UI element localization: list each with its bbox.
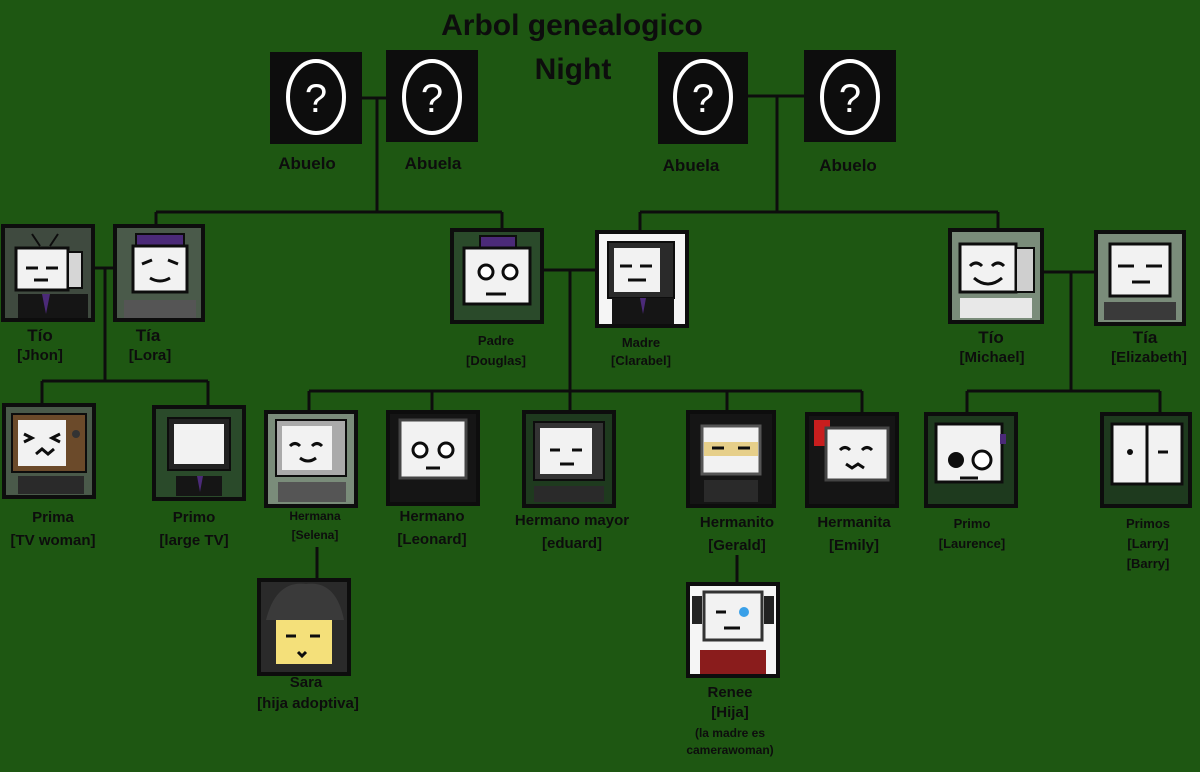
label-padre-name: [Douglas] [466,353,526,368]
label-prima-name: [TV woman] [10,532,96,549]
portrait-tia-lora [113,224,205,322]
label-prima-role: Prima [32,509,74,526]
label-renee-note-line2: camerawoman) [686,743,774,757]
label-maternal-grandmother: Abuela [662,156,720,175]
question-mark-glyph: ? [421,77,443,121]
label-madre-name: [Clarabel] [611,353,671,368]
portrait-madre [595,230,689,328]
label-tia-elizabeth-name: [Elizabeth] [1111,349,1187,366]
label-renee-role: Renee [707,684,753,701]
portrait-hermana [264,410,358,508]
label-hermano-mayor-role: Hermano mayor [514,512,630,529]
label-tia-elizabeth-role: Tía [1132,328,1158,347]
portrait-tio-jhon [1,224,95,322]
label-renee-note-line1: (la madre es [694,726,766,740]
label-tio-jhon-role: Tío [27,326,53,345]
portrait-prima [2,403,96,499]
label-sara-name: [hija adoptiva] [257,695,359,712]
label-primo-large-role: Primo [172,509,216,526]
portrait-hermano-mayor [522,410,616,508]
question-mark-glyph: ? [839,77,861,121]
portrait-hermanita [805,412,899,508]
portrait-primo-large [152,405,246,501]
unknown-maternal-grandmother: ? [658,52,748,144]
label-primos-name1: [Larry] [1127,536,1169,551]
question-mark-glyph: ? [305,77,327,121]
label-hermano-role: Hermano [399,508,465,525]
portrait-hermanito [686,410,776,508]
portrait-primo-laurence [924,412,1018,508]
portrait-renee [686,582,780,678]
unknown-paternal-grandmother: ? [386,50,478,142]
label-tio-michael-name: [Michael] [959,349,1025,366]
label-primos-name2: [Barry] [1126,556,1170,571]
label-hermanita-name: [Emily] [828,537,879,554]
label-tia-lora-role: Tía [135,326,161,345]
label-primo-laurence-role: Primo [953,516,991,531]
portrait-tia-elizabeth [1094,230,1186,326]
label-tio-jhon-name: [Jhon] [17,347,63,364]
label-primo-laurence-name: [Laurence] [938,536,1006,551]
portrait-padre [450,228,544,324]
portrait-tio-michael [948,228,1044,324]
label-hermanito-role: Hermanito [699,514,775,531]
diagram-title-line1: Arbol genealogico [441,9,703,42]
label-madre-role: Madre [621,335,661,350]
diagram-title-line2: Night [534,53,612,86]
portrait-primos [1100,412,1192,508]
label-hermana-role: Hermana [289,509,341,523]
label-primo-large-name: [large TV] [159,532,229,549]
portrait-sara [257,578,351,676]
label-sara-role: Sara [289,674,323,691]
label-paternal-grandfather: Abuelo [278,154,336,173]
label-hermano-name: [Leonard] [397,531,467,548]
label-hermano-mayor-name: [eduard] [542,535,602,552]
label-hermanito-name: [Gerald] [708,537,766,554]
label-paternal-grandmother: Abuela [404,154,462,173]
label-tia-lora-name: [Lora] [128,347,172,364]
connector-lines [40,94,1162,583]
label-maternal-grandfather: Abuelo [819,156,877,175]
question-mark-glyph: ? [692,77,714,121]
label-hermanita-role: Hermanita [817,514,891,531]
label-primos-role: Primos [1125,516,1171,531]
label-tio-michael-role: Tío [978,328,1004,347]
label-hermana-name: [Selena] [291,528,339,542]
portrait-hermano [386,410,480,506]
unknown-maternal-grandfather: ? [804,50,896,142]
unknown-paternal-grandfather: ? [270,52,362,144]
label-renee-name: [Hija] [711,704,749,721]
label-padre-role: Padre [477,333,515,348]
